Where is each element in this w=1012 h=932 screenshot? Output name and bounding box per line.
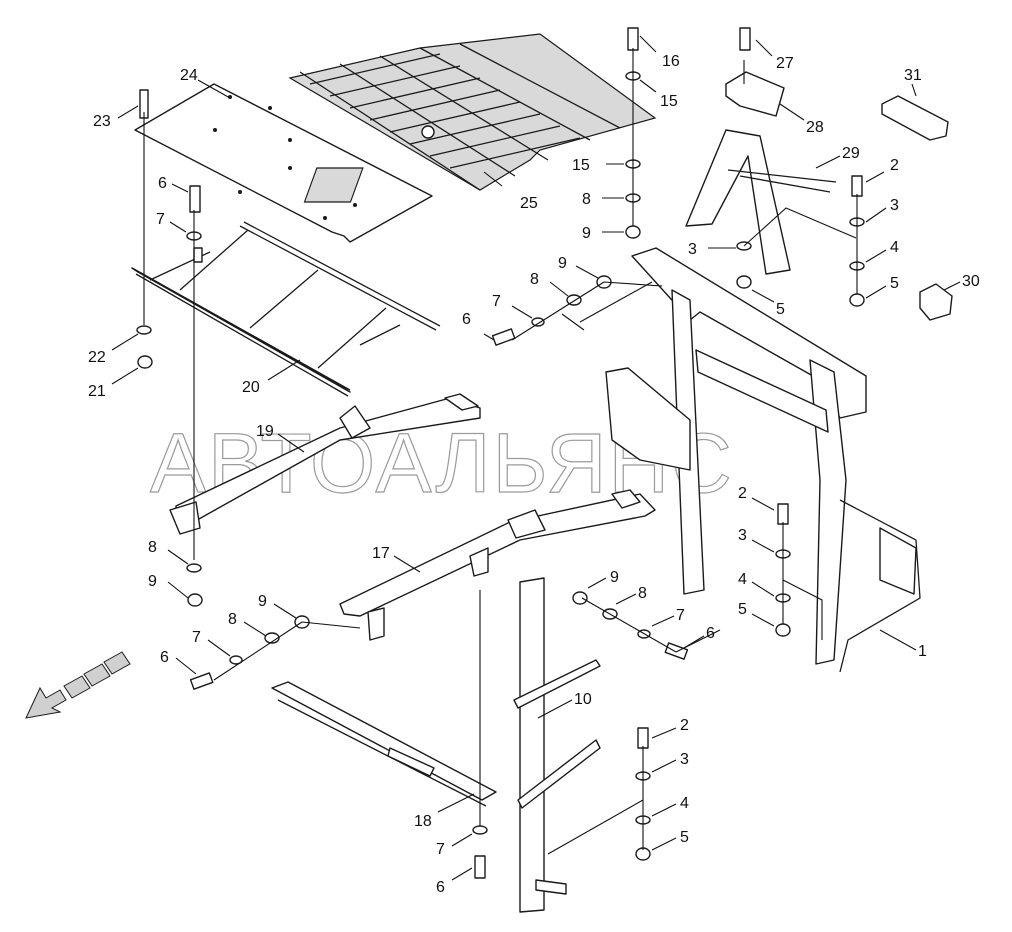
callout-4a: 4 — [890, 239, 899, 256]
callout-8b: 8 — [228, 611, 237, 628]
callout-21: 21 — [88, 383, 106, 400]
callout-24: 24 — [180, 67, 198, 84]
callout-5c: 5 — [738, 601, 747, 618]
callout-6b: 6 — [160, 649, 169, 666]
callout-7d: 7 — [676, 607, 685, 624]
part-24-floor-plate — [134, 83, 433, 243]
part-31-pad — [881, 95, 949, 141]
part-19-cross-member — [169, 393, 481, 535]
callout-9c: 9 — [610, 569, 619, 586]
callout-7b: 7 — [192, 629, 201, 646]
callout-22: 22 — [88, 349, 106, 366]
callout-9d: 9 — [558, 255, 567, 272]
callout-19: 19 — [256, 423, 274, 440]
callout-8d: 8 — [530, 271, 539, 288]
callout-8a: 8 — [148, 539, 157, 556]
callout-1: 1 — [918, 643, 927, 660]
callout-10: 10 — [574, 691, 592, 708]
callout-6c: 6 — [436, 879, 445, 896]
callout-2b: 2 — [738, 485, 747, 502]
callout-30: 30 — [962, 273, 980, 290]
callout-27: 27 — [776, 55, 794, 72]
callout-4b: 4 — [738, 571, 747, 588]
callout-6d: 6 — [706, 625, 715, 642]
part-18-beam — [271, 681, 497, 807]
callout-29: 29 — [842, 145, 860, 162]
callout-2a: 2 — [890, 157, 899, 174]
callout-4c: 4 — [680, 795, 689, 812]
callout-6a: 6 — [158, 175, 167, 192]
callout-7c: 7 — [436, 841, 445, 858]
part-29-bracket — [685, 129, 837, 275]
callout-5b: 5 — [776, 301, 785, 318]
callout-18: 18 — [414, 813, 432, 830]
callout-5a: 5 — [890, 275, 899, 292]
callout-7a: 7 — [156, 211, 165, 228]
callout-31: 31 — [904, 67, 922, 84]
part-17-cross-member — [339, 489, 656, 641]
part-10-post — [513, 577, 601, 913]
callout-28: 28 — [806, 119, 824, 136]
part-1-main-frame — [605, 247, 921, 673]
callout-9a: 9 — [148, 573, 157, 590]
callout-9e: 9 — [582, 225, 591, 242]
part-28-cap — [725, 71, 785, 117]
callouts: 24 23 6 7 22 21 20 19 8 9 17 9 8 7 6 18 … — [88, 35, 980, 896]
assembly-lines — [143, 48, 858, 855]
part-25-grating — [288, 33, 657, 191]
callout-15b: 15 — [572, 157, 590, 174]
direction-arrow-icon — [25, 651, 131, 719]
callout-3b: 3 — [688, 241, 697, 258]
callout-6e: 6 — [462, 311, 471, 328]
part-30-block — [919, 283, 953, 321]
callout-2c: 2 — [680, 717, 689, 734]
callout-5d: 5 — [680, 829, 689, 846]
callout-16: 16 — [662, 53, 680, 70]
part-20-frame — [131, 221, 441, 397]
callout-3a: 3 — [890, 197, 899, 214]
callout-25: 25 — [520, 195, 538, 212]
callout-3d: 3 — [680, 751, 689, 768]
callout-17: 17 — [372, 545, 390, 562]
callout-23: 23 — [93, 113, 111, 130]
callout-9b: 9 — [258, 593, 267, 610]
callout-3c: 3 — [738, 527, 747, 544]
callout-7e: 7 — [492, 293, 501, 310]
callout-8e: 8 — [582, 191, 591, 208]
callout-15a: 15 — [660, 93, 678, 110]
callout-8c: 8 — [638, 585, 647, 602]
callout-20: 20 — [242, 379, 260, 396]
